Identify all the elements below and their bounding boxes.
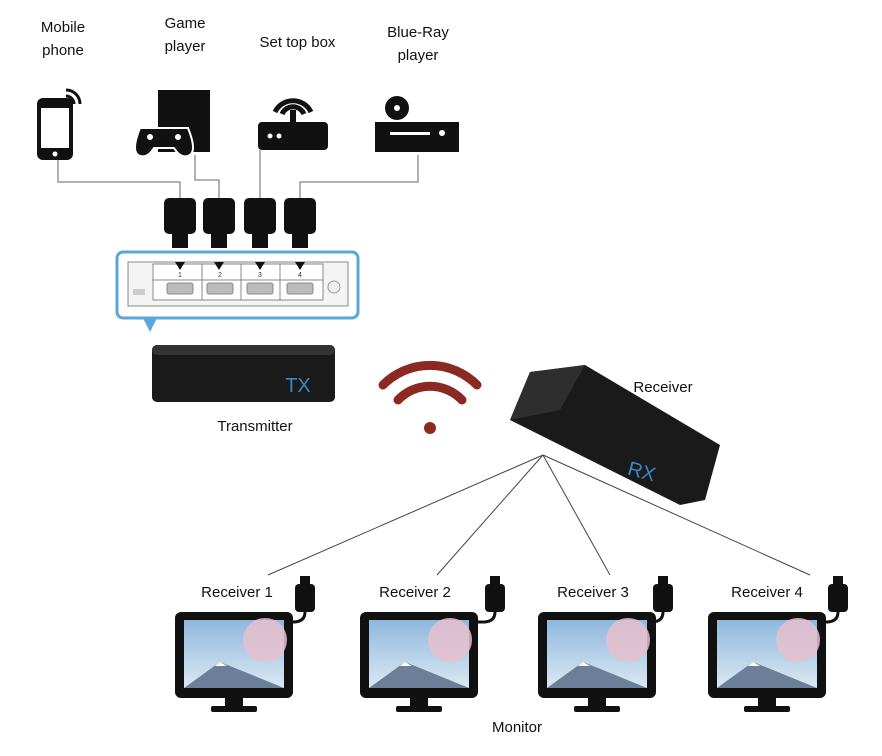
port-1: 1 (178, 272, 182, 279)
monitor-icon (708, 612, 826, 712)
monitor-icon (360, 612, 478, 712)
receiver-2-label: Receiver 2 (379, 584, 451, 601)
transmitter-label: Transmitter (217, 418, 293, 435)
monitors (175, 576, 848, 712)
bluray-player-icon (375, 96, 459, 152)
monitor-icon (175, 612, 293, 712)
source-label-settop: Set top box (259, 34, 336, 51)
wifi-icon (378, 360, 482, 434)
monitor-label: Monitor (491, 719, 543, 736)
transmitter-device: TX (152, 345, 335, 402)
game-console-icon (134, 90, 210, 158)
set-top-box-icon (258, 98, 328, 150)
hdmi-plug-icon (203, 198, 235, 248)
mobile-phone-icon (37, 88, 82, 160)
hdmi-plugs (164, 198, 316, 248)
receiver-device: RX (510, 365, 720, 505)
source-label-game: Game player (164, 15, 206, 55)
tx-badge: TX (285, 375, 311, 397)
source-cables (57, 150, 419, 198)
port-2: 2 (218, 272, 222, 279)
source-label-mobile: Mobile phone (40, 19, 86, 59)
receiver-links (267, 454, 811, 576)
receiver-label: Receiver (633, 379, 693, 396)
transmitter-port-panel: 1 2 3 4 (115, 250, 360, 332)
hdmi-plug-icon (164, 198, 196, 248)
port-4: 4 (298, 272, 302, 279)
hdmi-plug-icon (244, 198, 276, 248)
hdmi-plug-icon (825, 576, 848, 624)
receiver-4-label: Receiver 4 (731, 584, 803, 601)
receiver-3-label: Receiver 3 (557, 584, 629, 601)
monitor-icon (538, 612, 656, 712)
source-label-bluray: Blue-Ray player (387, 24, 449, 64)
hdmi-plug-icon (478, 576, 505, 624)
hdmi-plug-icon (650, 576, 673, 624)
hdmi-plug-icon (284, 198, 316, 248)
port-3: 3 (258, 272, 262, 279)
receiver-1-label: Receiver 1 (201, 584, 273, 601)
hdmi-plug-icon (292, 576, 315, 624)
